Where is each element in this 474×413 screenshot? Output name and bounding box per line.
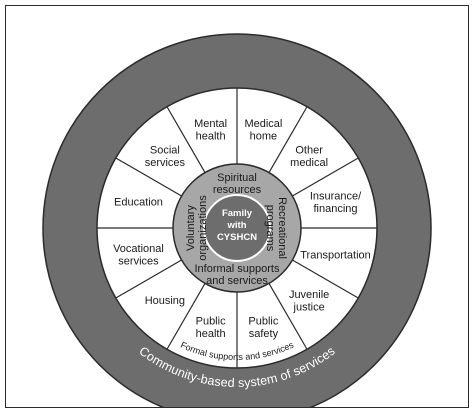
segment-label-mental-health: Mental <box>194 118 227 130</box>
family-center-circle <box>203 194 271 262</box>
informal-supports-line-1: Informal supports <box>195 263 280 275</box>
segment-label-insurance: financing <box>314 203 358 215</box>
formal-segment-labels: MedicalhomeOthermedicalInsurance/financi… <box>113 118 371 340</box>
segment-label-social-services: Social <box>150 145 180 157</box>
segment-divider <box>115 157 182 197</box>
informal-supports-line-2: and services <box>206 275 268 287</box>
spiritual-resources-line-2: resources <box>213 184 262 196</box>
segment-label-public-health: health <box>196 328 226 340</box>
segment-divider <box>292 259 359 299</box>
segment-label-mental-health: health <box>196 131 226 143</box>
center-label-line-3: CYSHCN <box>217 232 257 243</box>
segment-label-juvenile-justice: justice <box>293 301 325 313</box>
segment-label-other-medical: Other <box>295 145 323 157</box>
spiritual-resources-line-1: Spiritual <box>217 172 257 184</box>
voluntary-organizations-line-1: Voluntary <box>185 205 197 251</box>
segment-label-vocational: Vocational <box>113 243 164 255</box>
segment-divider <box>268 283 308 350</box>
segment-label-juvenile-justice: Juvenile <box>289 289 329 301</box>
segment-label-transportation: Transportation <box>300 249 371 261</box>
segment-label-public-safety: safety <box>249 328 279 340</box>
segment-divider <box>268 106 308 173</box>
segment-label-medical-home: Medical <box>244 118 282 130</box>
segment-label-education: Education <box>114 197 163 209</box>
recreational-programs-line-2: programs <box>264 205 276 252</box>
segment-label-medical-home: home <box>250 131 278 143</box>
segment-label-other-medical: medical <box>290 157 328 169</box>
segment-label-public-health: Public <box>196 315 226 327</box>
voluntary-organizations-line-2: organizations <box>197 195 209 261</box>
segment-label-public-safety: Public <box>248 315 278 327</box>
segment-dividers <box>97 88 377 368</box>
segment-label-vocational: services <box>118 256 159 268</box>
center-label-line-1: Family <box>222 208 253 219</box>
segment-divider <box>115 259 182 299</box>
segment-label-insurance: Insurance/ <box>310 190 362 202</box>
diagram-frame: Family with CYSHCN Spiritual resources V… <box>5 5 469 408</box>
system-of-services-diagram: Family with CYSHCN Spiritual resources V… <box>42 33 432 407</box>
segment-label-housing: Housing <box>145 295 185 307</box>
segment-divider <box>292 157 359 197</box>
recreational-programs-line-1: Recreational <box>276 197 288 259</box>
center-label-line-2: with <box>227 220 247 231</box>
segment-label-social-services: services <box>145 157 186 169</box>
segment-divider <box>166 106 206 173</box>
segment-divider <box>166 283 206 350</box>
